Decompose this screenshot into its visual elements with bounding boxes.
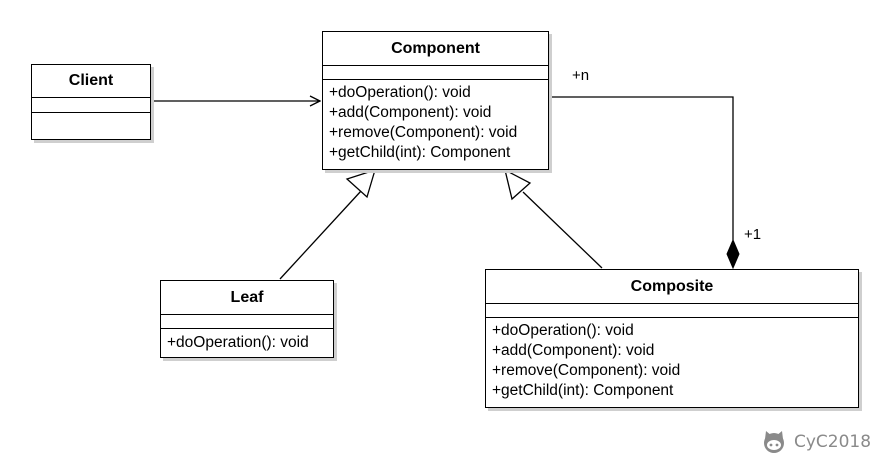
leaf-inheritance-triangle xyxy=(345,169,376,199)
composition-diamond xyxy=(726,238,740,270)
class-name: Client xyxy=(32,65,150,98)
operations-compartment: +doOperation(): void xyxy=(161,329,333,353)
watermark: CyC2018 xyxy=(760,430,871,454)
composite-inheritance-triangle xyxy=(504,168,532,201)
class-name: Leaf xyxy=(161,281,333,315)
leaf-class: Leaf +doOperation(): void xyxy=(160,280,334,358)
operation: +doOperation(): void xyxy=(329,84,471,101)
attributes-compartment xyxy=(161,315,333,329)
composition-line xyxy=(548,96,734,240)
composite-generalization-line xyxy=(522,191,603,269)
class-name: Component xyxy=(323,32,548,66)
operation: +doOperation(): void xyxy=(167,334,309,351)
operation: +doOperation(): void xyxy=(492,322,634,339)
multiplicity-composite-end: +1 xyxy=(744,226,762,243)
watermark-text: CyC2018 xyxy=(794,432,872,452)
leaf-generalization-line xyxy=(279,190,362,280)
operations-compartment: +doOperation(): void +add(Component): vo… xyxy=(323,80,548,163)
attributes-compartment xyxy=(486,304,858,318)
operation: +add(Component): void xyxy=(329,104,492,121)
operation: +getChild(int): Component xyxy=(492,382,674,399)
attributes-compartment xyxy=(323,66,548,80)
attributes-compartment xyxy=(32,98,150,113)
multiplicity-component-end: +n xyxy=(572,67,590,84)
operation: +add(Component): void xyxy=(492,342,655,359)
operation: +remove(Component): void xyxy=(329,124,518,141)
component-class: Component +doOperation(): void +add(Comp… xyxy=(322,31,549,170)
octocat-icon xyxy=(764,431,784,453)
operation: +remove(Component): void xyxy=(492,362,681,379)
operation: +getChild(int): Component xyxy=(329,144,511,161)
operations-compartment: +doOperation(): void +add(Component): vo… xyxy=(486,318,858,401)
composite-class: Composite +doOperation(): void +add(Comp… xyxy=(485,269,859,408)
client-class: Client xyxy=(31,64,151,140)
class-name: Composite xyxy=(486,270,858,304)
